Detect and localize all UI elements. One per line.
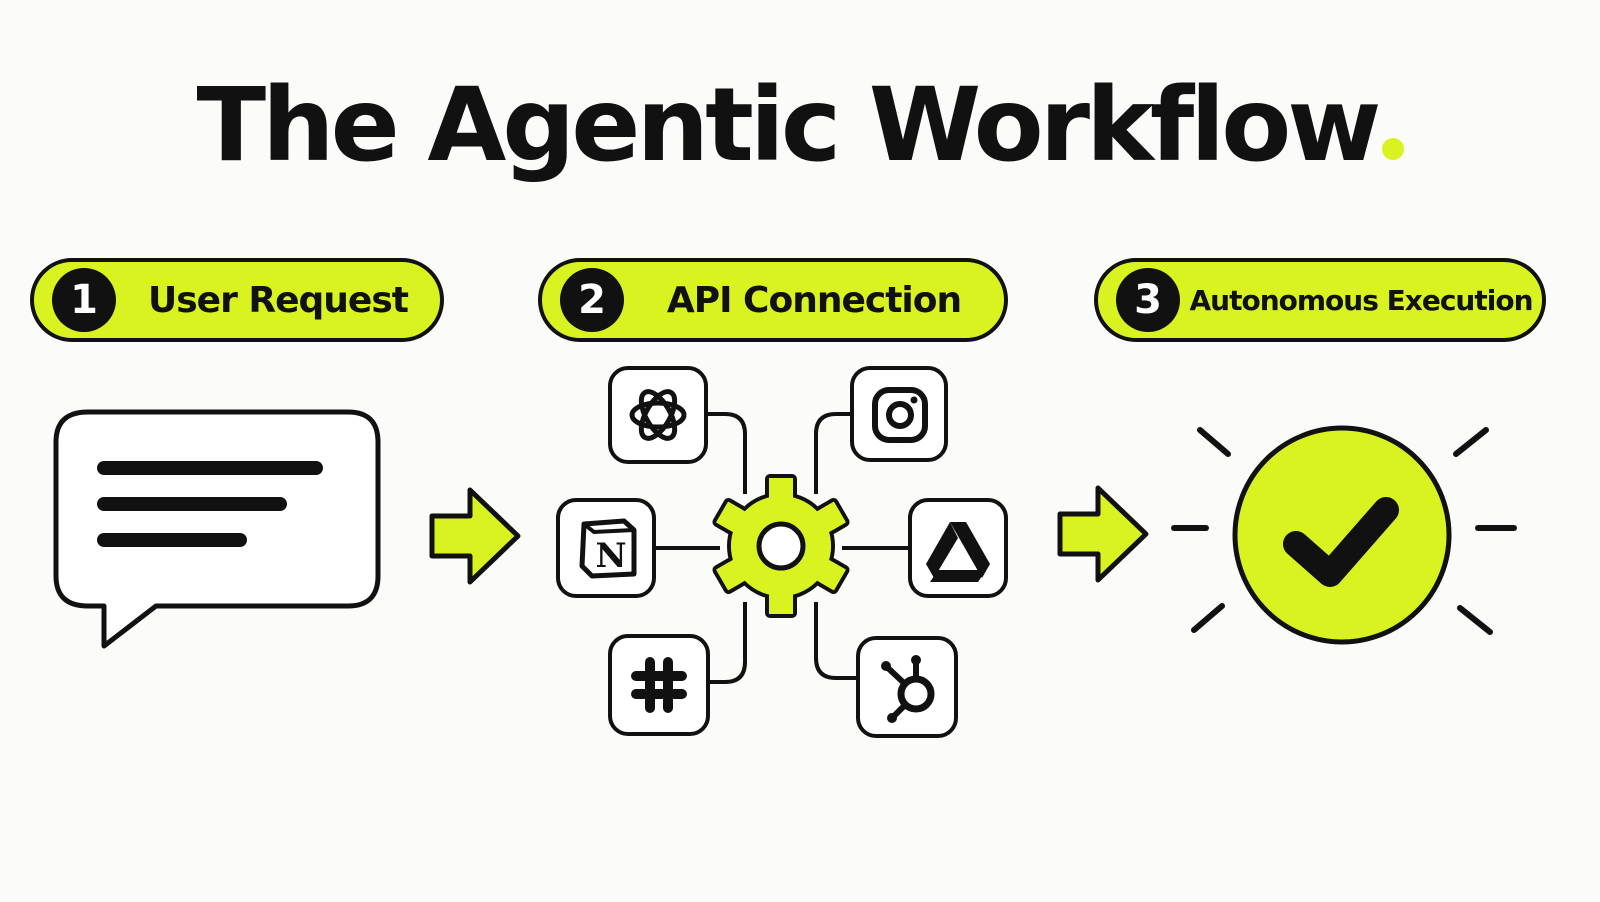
step-3-label: Autonomous Execution [1189,283,1533,317]
hubspot-icon [856,636,958,738]
checkmark-circle-icon [1171,425,1517,645]
gear-icon [712,474,850,618]
title-dot [1381,138,1404,160]
step-1-pill: 1 User Request [30,258,444,342]
step-2-pill: 2 API Connection [538,258,1008,342]
notion-icon: N [556,498,656,598]
step-2-label: API Connection [666,279,962,321]
openai-icon [608,366,708,464]
step-3-pill: 3 Autonomous Execution [1094,258,1546,342]
step-1-number: 1 [52,268,116,332]
notion-letter: N [595,536,626,576]
slack-icon [608,634,710,736]
page-title: The Agentic Workflow [0,69,1600,182]
step-3-number: 3 [1116,268,1180,332]
google-drive-icon [908,498,1008,598]
arrow-right-icon [429,487,521,585]
title-text: The Agentic Workflow [196,66,1381,185]
connector-lines [654,412,910,684]
step-2-number: 2 [560,268,624,332]
chat-bubble-icon [53,409,381,649]
arrow-right-icon [1057,485,1149,583]
step-1-label: User Request [148,279,409,321]
instagram-icon [850,366,948,462]
